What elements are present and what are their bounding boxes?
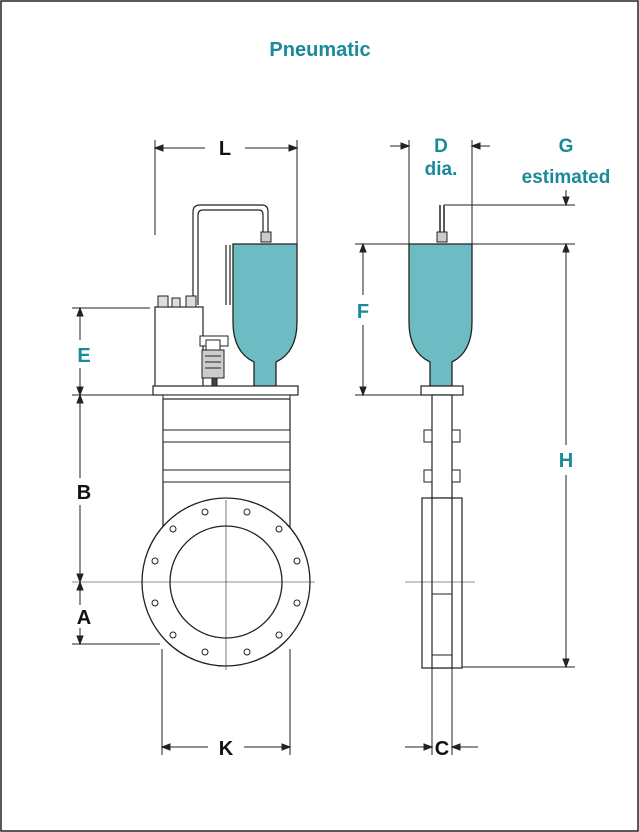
side-cylinder — [408, 243, 473, 387]
dim-label-G: G — [559, 136, 574, 157]
diagram-title: Pneumatic — [269, 39, 370, 61]
side-view — [355, 140, 575, 755]
dim-label-D: D — [434, 136, 448, 157]
dim-label-C: C — [435, 738, 449, 760]
dim-label-E: E — [77, 345, 90, 367]
front-cylinder — [232, 243, 298, 387]
front-view — [72, 140, 315, 755]
dim-label-B: B — [77, 482, 91, 504]
dim-label-L: L — [219, 138, 231, 160]
dim-label-A: A — [77, 607, 91, 629]
dim-label-D-sub: dia. — [425, 159, 458, 180]
dim-label-G-sub: estimated — [522, 167, 611, 188]
dim-label-F: F — [357, 301, 369, 323]
dim-label-H: H — [559, 450, 573, 472]
dim-label-K: K — [219, 738, 234, 760]
